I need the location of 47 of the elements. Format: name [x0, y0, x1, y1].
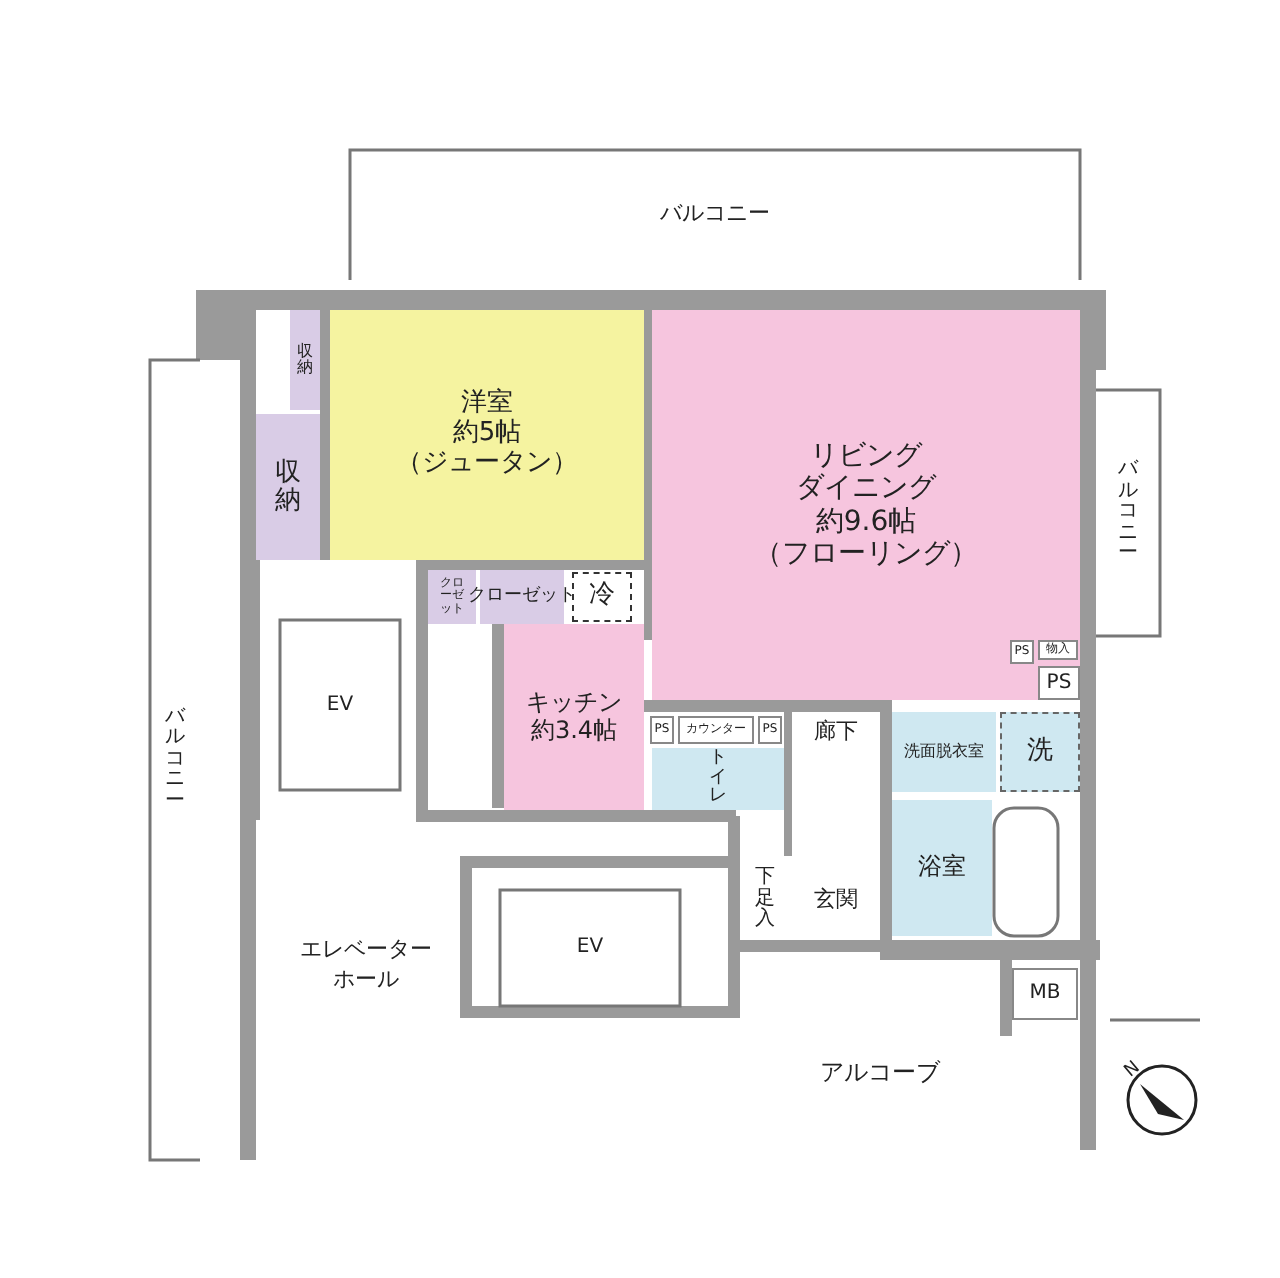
hall-label: エレベーターホール	[300, 934, 432, 994]
room-label: 約9.6帖	[815, 505, 917, 538]
room-label: MB	[1029, 982, 1061, 1006]
room-label: バルコニー	[1118, 460, 1138, 566]
room-label: トイレ	[709, 750, 727, 808]
storage-area	[290, 310, 320, 410]
room-label: EV	[576, 936, 604, 960]
alcove-label: アルコーブ	[820, 1056, 940, 1090]
pipe-space	[1038, 666, 1080, 700]
room-label: バルコニー	[165, 707, 185, 813]
storage-area	[256, 414, 320, 560]
room-label: ダイニング	[796, 472, 936, 505]
room-label: 下足入	[755, 868, 775, 932]
bathroom-area	[892, 800, 992, 936]
room-label: 浴室	[918, 854, 966, 882]
room-label: キッチン	[526, 689, 622, 717]
room-label: 収納	[297, 343, 313, 377]
counter	[678, 716, 754, 744]
refrigerator-space	[572, 572, 632, 622]
room-label: （ジュータン）	[396, 449, 578, 480]
toilet-room	[652, 748, 784, 810]
north-label: N	[1121, 1058, 1145, 1082]
room-label: 洋室	[461, 390, 513, 419]
room-label: 玄関	[814, 887, 858, 913]
laundry-space	[1000, 712, 1080, 792]
room-label: バルコニー	[660, 202, 770, 228]
room-label: 冷	[589, 582, 615, 612]
washroom-area	[892, 712, 996, 792]
room-label: （フローリング）	[754, 537, 978, 570]
room-label: 約5帖	[452, 420, 522, 450]
room-label: 廊下	[814, 719, 858, 745]
room-label: リビング	[810, 440, 922, 473]
room-label: EV	[326, 693, 354, 717]
bedroom-area	[330, 310, 644, 560]
room-label: 洗面脱衣室	[904, 742, 984, 762]
kitchen-area	[504, 624, 644, 810]
room-label: PS	[1046, 671, 1072, 695]
room-label: 収納	[275, 459, 301, 515]
storage-area	[1038, 640, 1078, 660]
room-label: 洗	[1027, 737, 1053, 767]
room-label: 約3.4帖	[530, 717, 618, 745]
living-dining-area	[652, 310, 1080, 700]
pipe-space	[650, 716, 674, 744]
pipe-space	[758, 716, 782, 744]
meter-box	[1012, 968, 1078, 1020]
room-label: クローゼット	[468, 586, 576, 608]
pipe-space	[1010, 640, 1034, 664]
